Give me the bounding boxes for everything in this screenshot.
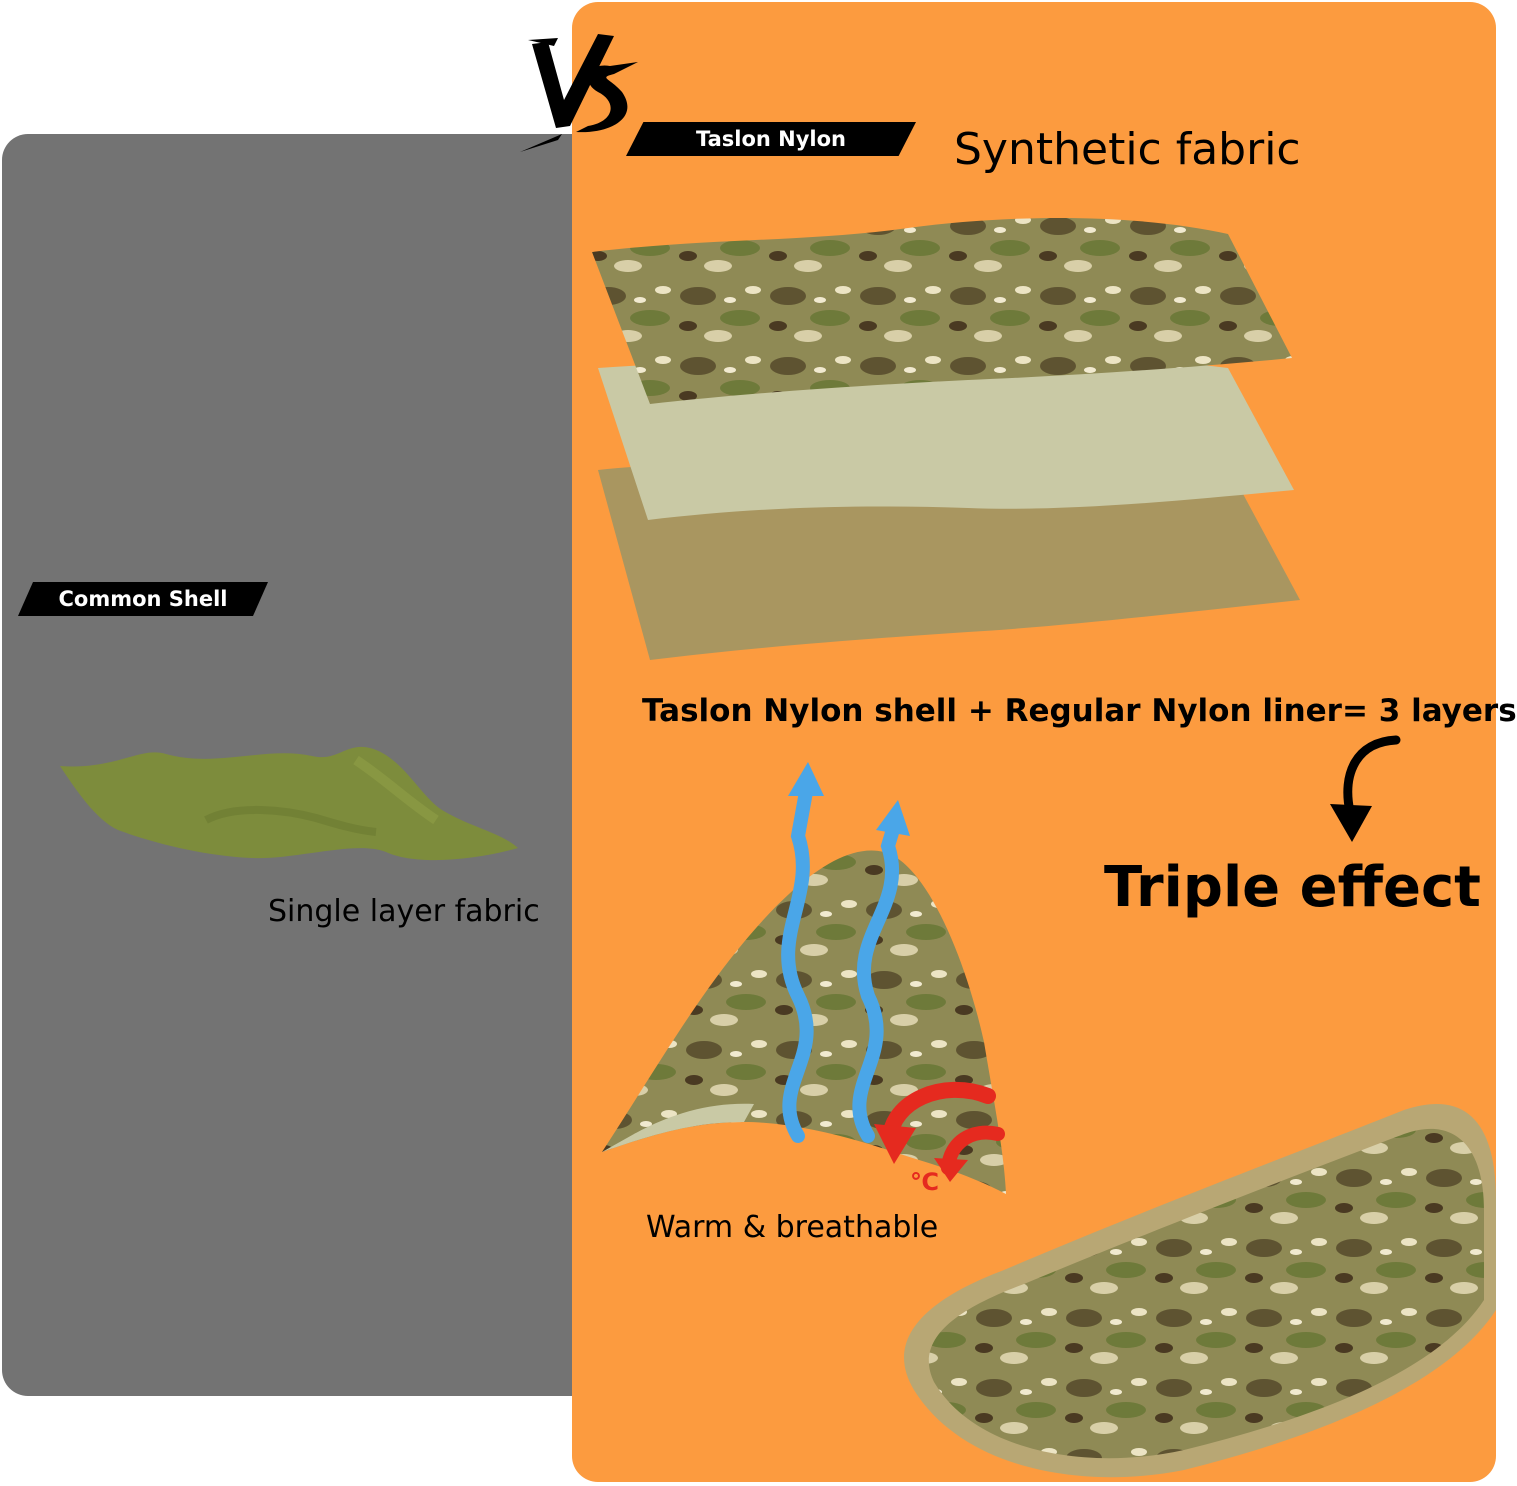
warm-breathable-caption: Warm & breathable [646,1210,939,1245]
layers-caption: Taslon Nylon shell + Regular Nylon liner… [642,693,1517,729]
single-layer-caption: Single layer fabric [268,894,540,929]
airflow-arrow-icon [781,762,910,1143]
taslon-nylon-tag: Taslon Nylon [626,122,916,156]
curved-arrow-icon [1330,735,1401,842]
common-shell-tag: Common Shell [18,582,268,616]
triple-effect-heading: Triple effect [1104,855,1481,920]
temperature-unit-label: ℃ [910,1168,940,1196]
sleeping-bag-image [904,1104,1496,1478]
single-layer-fabric-image [60,746,518,861]
vs-mark [520,34,638,152]
synthetic-fabric-heading: Synthetic fabric [954,124,1301,175]
heat-arrow-icon [874,1081,1005,1182]
three-layer-fabric-image [592,217,1300,660]
